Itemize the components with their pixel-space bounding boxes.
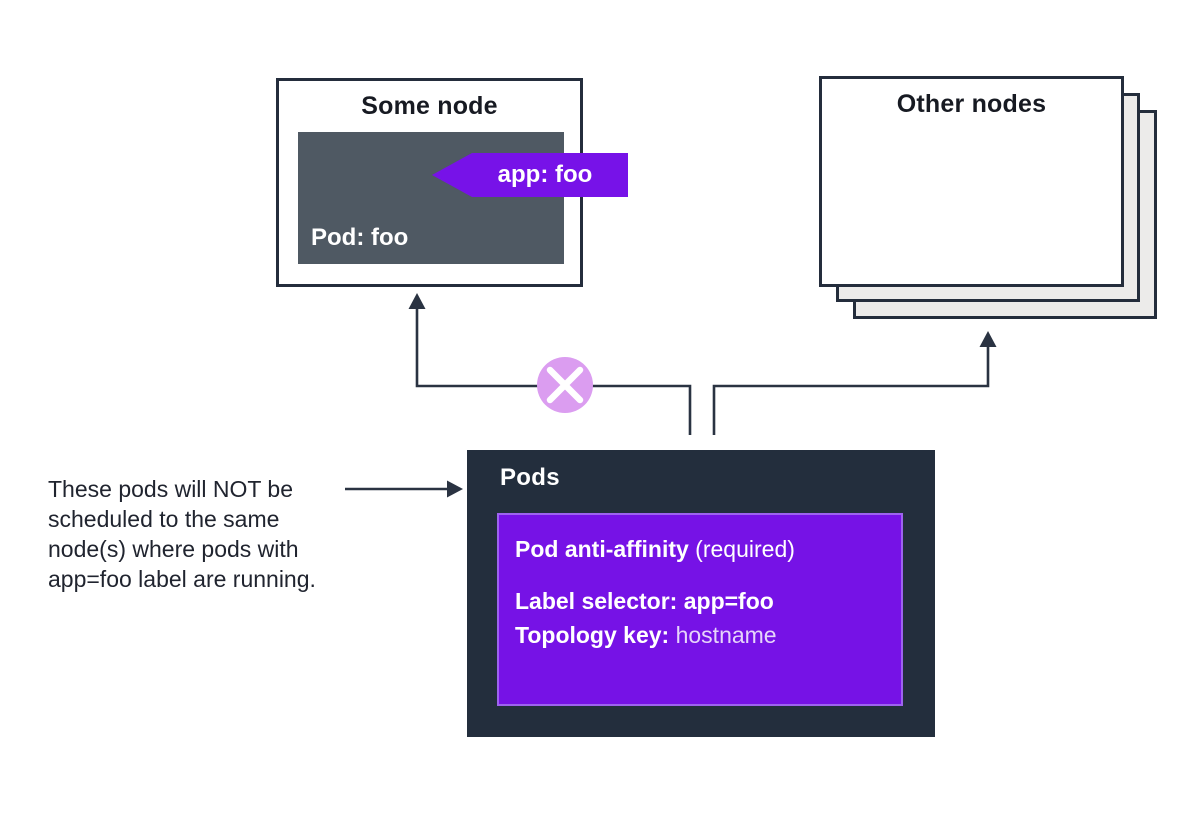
other-nodes-front-card: Other nodes: [819, 76, 1124, 287]
blocked-x-icon: [537, 357, 593, 413]
app-foo-tag-label: app: foo: [497, 161, 593, 188]
pod-label: Pod: foo: [311, 224, 409, 251]
other-nodes-title: Other nodes: [896, 90, 1047, 118]
arrow-to-some-node: [408, 293, 692, 435]
topology-key-line: Topology key: hostname: [515, 622, 777, 648]
affinity-rule-line: Pod anti-affinity (required): [515, 536, 795, 562]
app-foo-tag: app: foo: [432, 153, 628, 197]
annotation-text: These pods will NOT be scheduled to the …: [48, 476, 316, 592]
some-node-title: Some node: [361, 92, 498, 120]
annotation-arrow-icon: [345, 480, 463, 498]
label-selector-line: Label selector: app=foo: [515, 588, 774, 614]
arrowhead-up-icon: [979, 331, 997, 347]
anti-affinity-card: Pod anti-affinity (required) Label selec…: [497, 513, 903, 706]
arrowhead-up-icon: [408, 293, 426, 309]
other-nodes-stack: Other nodes: [819, 76, 1164, 326]
pods-panel-title: Pods: [500, 464, 560, 491]
pod-box: Pod: foo: [298, 132, 564, 264]
pods-panel: Pods Pod anti-affinity (required) Label …: [467, 450, 935, 737]
arrow-to-other-nodes: [712, 331, 997, 435]
